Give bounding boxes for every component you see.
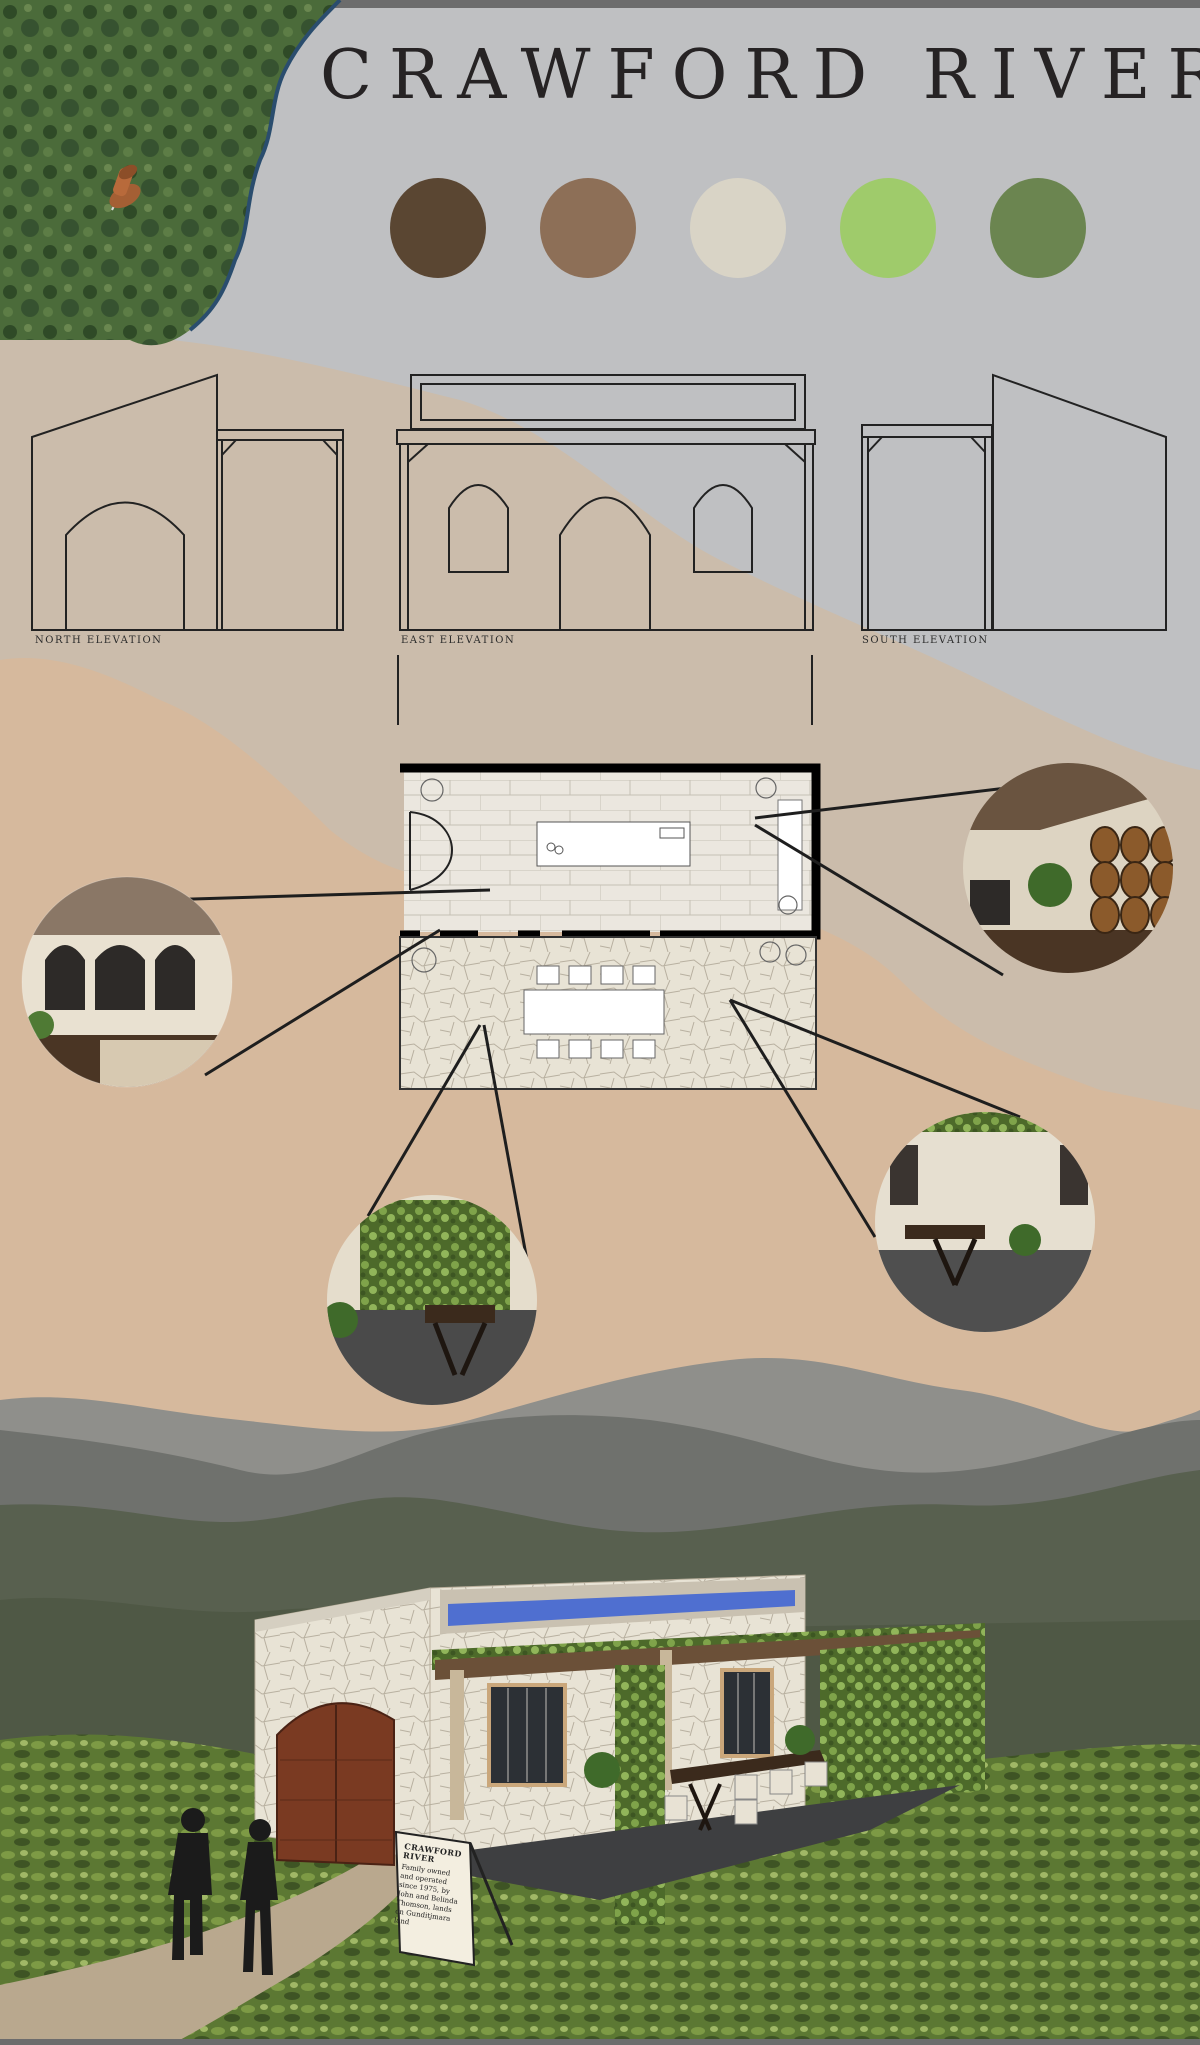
sign-text: CRAWFORD RIVER Family owned and operated… <box>393 1841 466 1934</box>
gravel-path <box>0 1835 440 2045</box>
info-sign <box>394 1830 514 1967</box>
south-elevation-label: SOUTH ELEVATION <box>862 635 989 646</box>
location-map <box>0 0 342 346</box>
page-title: CRAWFORD RIVER <box>320 36 1200 115</box>
floor-plan <box>399 763 821 1090</box>
couple-silhouette <box>168 1808 278 1975</box>
swatch-dark-brown <box>390 178 486 278</box>
interior-render-right <box>963 763 1173 973</box>
terrace-render-bottom-left <box>327 1195 537 1405</box>
north-elevation <box>31 373 344 631</box>
swatch-sage-green <box>990 178 1086 278</box>
sign-body: Family owned and operated since 1975, by… <box>393 1862 459 1927</box>
swatch-light-green <box>840 178 936 278</box>
south-elevation <box>861 373 1167 631</box>
east-elevation-label: EAST ELEVATION <box>401 635 516 646</box>
north-elevation-label: NORTH ELEVATION <box>35 635 163 646</box>
swatch-cream <box>690 178 786 278</box>
building-render <box>254 1574 985 1925</box>
swatch-medium-brown <box>540 178 636 278</box>
terrace-render-bottom-right <box>875 1112 1095 1332</box>
east-elevation <box>396 374 816 725</box>
map-pin-icon <box>109 164 141 211</box>
color-palette <box>390 178 1100 278</box>
